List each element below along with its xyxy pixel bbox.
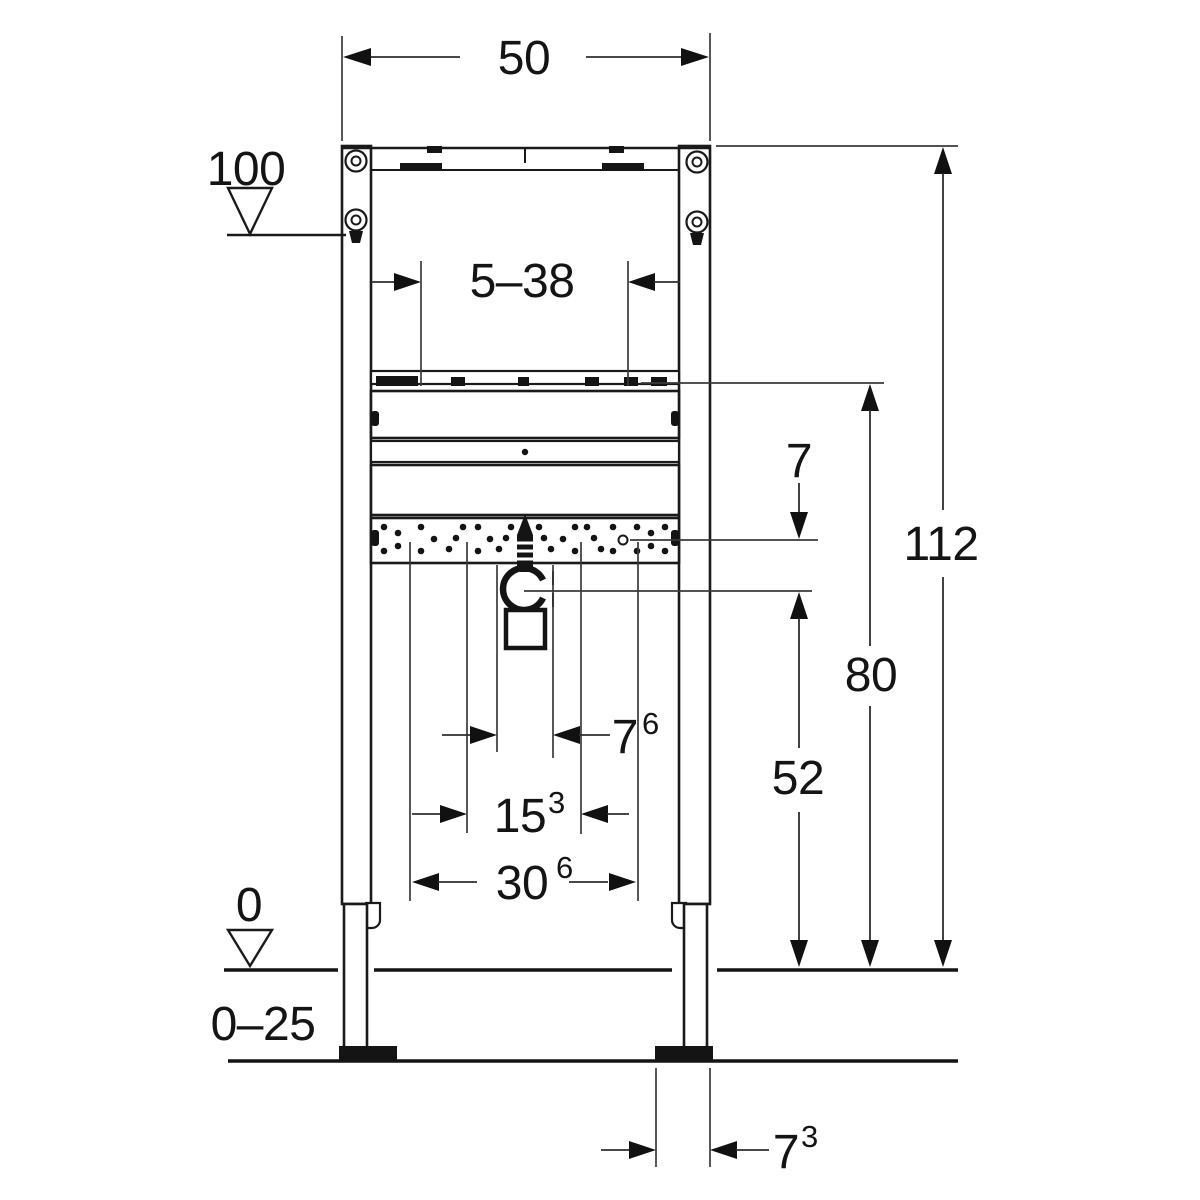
left-leg [342, 902, 369, 1058]
bolt-stem [690, 233, 704, 245]
screw-outer [344, 149, 368, 173]
level-marker-100: 100 [207, 143, 346, 237]
traverse-tab-left [371, 411, 379, 426]
plate-holes [380, 523, 669, 555]
drain-offset-label: 7 [612, 711, 638, 764]
anchor-bolt-tip [517, 514, 533, 535]
plate-tab-right [671, 530, 679, 546]
reference-hole [617, 534, 629, 546]
screw-top-left [344, 149, 368, 173]
middle-bar-dot [521, 448, 529, 456]
total-height-label: 112 [903, 518, 978, 571]
mounting-rail-clips [376, 376, 667, 386]
fixing-spacing-label: 30 [496, 857, 548, 910]
lower-traverse [369, 463, 681, 517]
drain-height-label: 52 [772, 752, 824, 805]
upper-traverse [369, 389, 681, 440]
right-foot-plate [655, 1046, 713, 1061]
level-0-label: 0 [236, 879, 262, 932]
bolt-ring [685, 210, 709, 234]
dimension-total-height: 112 [903, 147, 979, 967]
dimension-drain-offset: 7 6 [442, 706, 659, 764]
top-mark-left [427, 146, 442, 153]
top-mark-right [609, 146, 624, 153]
level-100-label: 100 [207, 143, 286, 196]
level-triangle-icon [225, 928, 275, 969]
bolt-core [350, 214, 362, 226]
foot-depth-label: 7 [773, 1126, 799, 1179]
right-leg [682, 902, 709, 1058]
extension-lines [409, 145, 958, 901]
floor-and-legs [224, 902, 958, 1063]
drain-outlet-box [503, 607, 548, 651]
dimension-frame-width: 50 [341, 32, 711, 141]
rail-height-label: 80 [845, 649, 897, 702]
right-rail [677, 144, 712, 906]
plate-tab-left [371, 530, 379, 546]
bolt-stem [349, 231, 363, 243]
right-leg-shoulder [670, 901, 688, 930]
tap-spacing-label: 15 [494, 790, 546, 843]
left-foot-plate [339, 1046, 397, 1061]
frame-width-label: 50 [498, 32, 550, 85]
left-leg-shoulder [364, 901, 382, 930]
dimension-rail-height: 80 [845, 384, 898, 967]
fastening-range-label: 5–38 [470, 255, 575, 308]
foot-depth-sup: 3 [801, 1119, 818, 1154]
bolt-ring [344, 208, 368, 232]
screw-outer [685, 150, 709, 174]
top-clip-right [602, 163, 644, 171]
screw-inner [350, 155, 362, 167]
left-rail [340, 144, 373, 906]
fixing-spacing-sup: 6 [556, 850, 573, 885]
fixing-bolt-right [685, 210, 709, 245]
crossbars [369, 369, 681, 565]
screw-top-right [685, 150, 709, 174]
frame-structure [340, 144, 712, 930]
screw-inner [691, 156, 703, 168]
drain-socket-ring [499, 564, 546, 614]
dimension-tap-spacing: 15 3 [412, 785, 629, 843]
traverse-tab-right [671, 411, 679, 426]
fixing-bolt-left [344, 208, 368, 243]
rail-to-drain-label: 7 [786, 435, 812, 488]
dimension-fixing-spacing: 30 6 [412, 850, 636, 910]
dimension-foot-depth: 7 3 [601, 1068, 818, 1179]
dimension-rail-to-drain: 7 [786, 435, 813, 539]
floor-buildup-label: 0–25 [211, 998, 316, 1051]
bolt-core [691, 216, 703, 228]
level-marker-0: 0 [225, 879, 275, 969]
top-clip-left [400, 163, 442, 171]
dimension-drain-height: 52 [772, 592, 825, 967]
tap-spacing-sup: 3 [548, 785, 565, 820]
drain-offset-sup: 6 [642, 706, 659, 741]
dimension-fastening-range: 5–38 [371, 255, 680, 386]
level-triangle-icon [226, 186, 274, 237]
